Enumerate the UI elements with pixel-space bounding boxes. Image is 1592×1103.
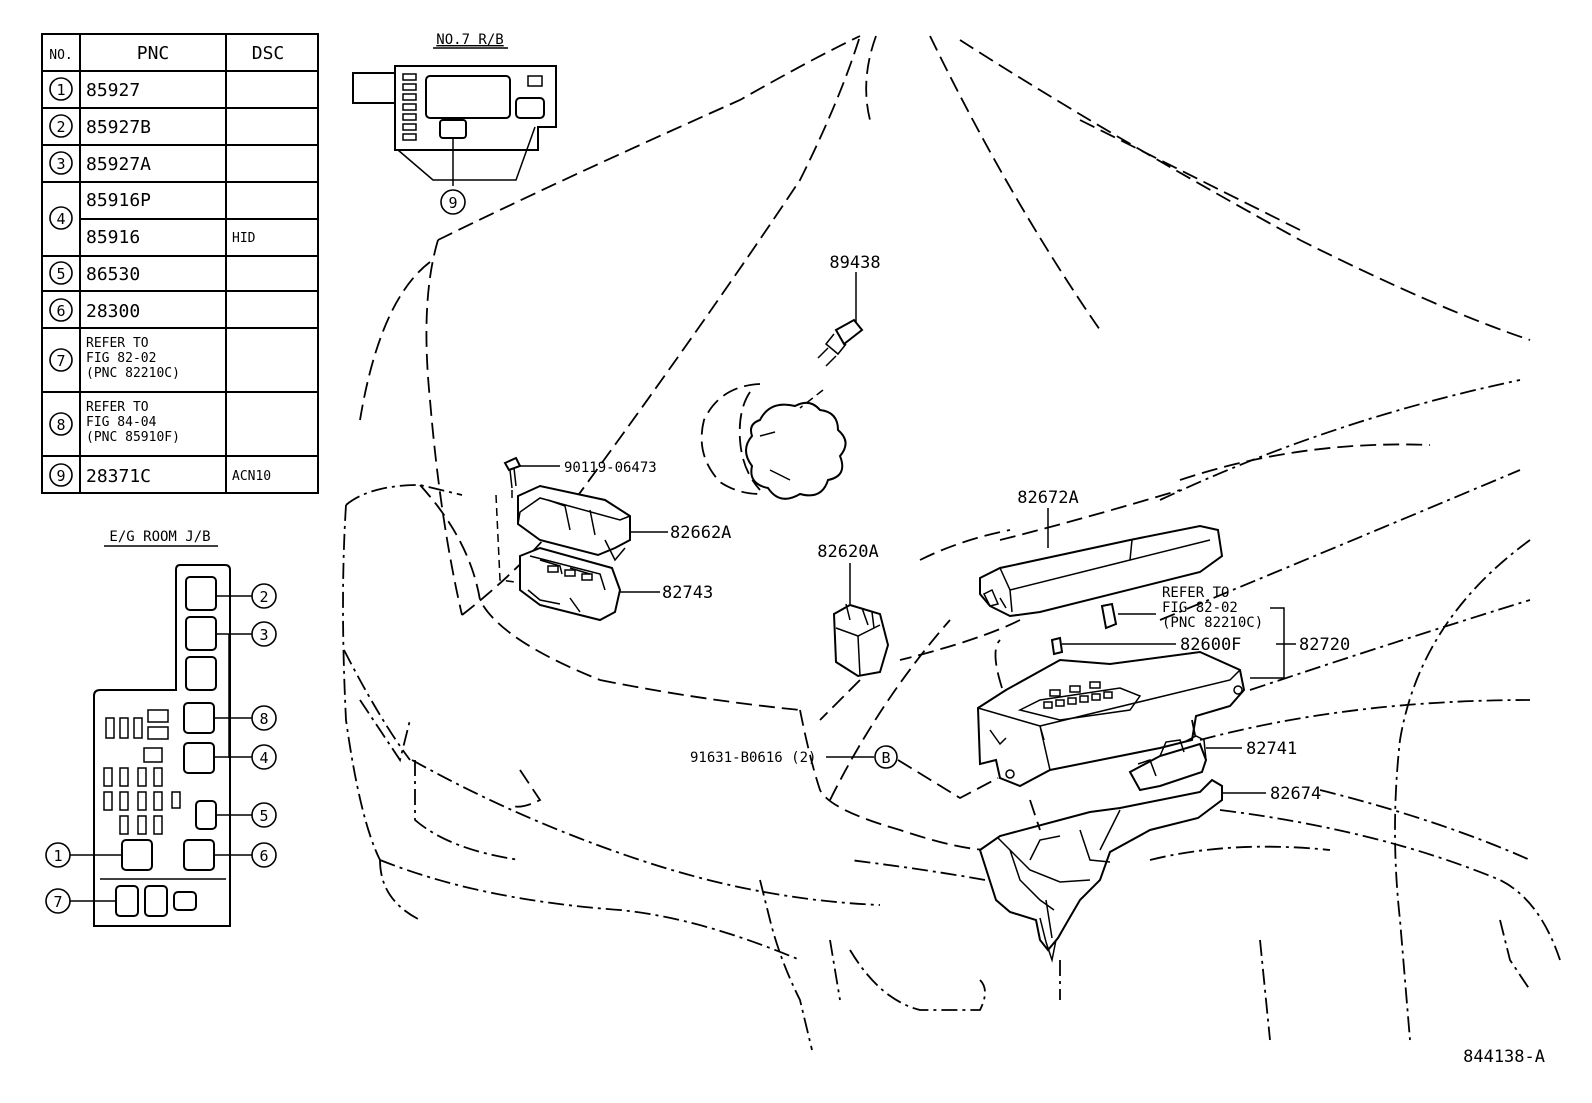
- fuse-82600F: 82600F 82720: [1050, 607, 1350, 679]
- row-refer-line: (PNC 82210C): [86, 366, 180, 381]
- row-number: 7: [56, 352, 65, 370]
- label-91631: 91631-B0616 (2): [690, 750, 816, 766]
- row-number: 8: [56, 416, 65, 434]
- row-number-circle: [49, 261, 73, 285]
- rb7-inset: NO.7 R/B 9: [352, 32, 557, 215]
- callout-circle: [440, 189, 466, 215]
- row-number-circle: [49, 412, 73, 436]
- refer-line: (PNC 82210C): [1162, 615, 1263, 631]
- jb-callout: 1: [53, 847, 62, 865]
- row-number-circle: [49, 463, 73, 487]
- header-pnc: PNC: [137, 43, 170, 64]
- jb-callout: 2: [259, 588, 268, 606]
- rb7-callout: 9: [448, 194, 457, 212]
- row-pnc: 85916: [86, 227, 140, 248]
- label-82720: 82720: [1299, 635, 1350, 655]
- row-number-circle: [49, 348, 73, 372]
- row-number: 4: [56, 210, 65, 228]
- refer-note: REFER TO FIG 82-02 (PNC 82210C): [1100, 585, 1263, 631]
- row-dsc: HID: [232, 231, 256, 246]
- row-pnc: 85927: [86, 80, 140, 101]
- row-number-circle: [49, 151, 73, 175]
- relay-82741: 82741: [1128, 719, 1297, 792]
- left-fuse-box: 90119-06473 82662A 82743: [495, 456, 731, 622]
- label-82741: 82741: [1246, 739, 1297, 759]
- row-number-circle: [49, 206, 73, 230]
- pnc-table: NO. PNC DSC 1 85927 2 85927B 3 85927A 4 …: [41, 33, 319, 494]
- row-number: 5: [56, 265, 65, 283]
- relay-82620A: 82620A: [817, 542, 890, 721]
- row-number: 1: [56, 81, 65, 99]
- row-pnc: 28300: [86, 301, 140, 322]
- cover-82672A: 82672A: [979, 488, 1224, 618]
- row-refer-line: REFER TO: [86, 336, 149, 351]
- label-82662A: 82662A: [670, 523, 731, 543]
- refer-line: FIG 82-02: [1162, 600, 1238, 616]
- bracket-82674: 82674: [978, 778, 1321, 963]
- row-pnc: 85916P: [86, 190, 151, 211]
- callout-b: B: [881, 749, 890, 767]
- label-82672A: 82672A: [1017, 488, 1078, 508]
- jb-title: E/G ROOM J/B: [109, 529, 210, 545]
- vehicle-outline: [342, 35, 1561, 1051]
- row-number-circle: [49, 77, 73, 101]
- row-pnc: 28371C: [86, 466, 151, 487]
- row-number: 9: [56, 467, 65, 485]
- row-refer-line: REFER TO: [86, 400, 149, 415]
- row-refer-line: FIG 84-04: [86, 415, 157, 430]
- refer-line: REFER TO: [1162, 585, 1229, 601]
- jb-callout: 8: [259, 710, 268, 728]
- main-fuse-box: [976, 639, 1246, 788]
- row-pnc: 85927A: [86, 154, 151, 175]
- figure-id: 844138-A: [1463, 1047, 1545, 1067]
- label-82674: 82674: [1270, 784, 1321, 804]
- jb-callout: 5: [259, 807, 268, 825]
- row-number: 6: [56, 302, 65, 320]
- row-pnc: 86530: [86, 264, 140, 285]
- header-no: NO.: [49, 48, 72, 63]
- row-number: 2: [56, 118, 65, 136]
- jb-callout: 4: [259, 749, 268, 767]
- row-number-circle: [49, 114, 73, 138]
- header-dsc: DSC: [252, 43, 285, 64]
- label-82620A: 82620A: [817, 542, 878, 562]
- jb-callout: 7: [53, 893, 62, 911]
- row-dsc: ACN10: [232, 469, 271, 484]
- label-90119: 90119-06473: [564, 460, 657, 476]
- row-number-circle: [49, 298, 73, 322]
- row-refer-line: FIG 82-02: [86, 351, 156, 366]
- row-refer-line: (PNC 85910F): [86, 430, 180, 445]
- jb-callout: 6: [259, 847, 268, 865]
- row-number: 3: [56, 155, 65, 173]
- jb-inset: E/G ROOM J/B: [45, 529, 277, 927]
- label-82600F: 82600F: [1180, 635, 1241, 655]
- label-89438: 89438: [829, 253, 880, 273]
- row-pnc: 85927B: [86, 117, 151, 138]
- bolt-91631: 91631-B0616 (2) B: [690, 745, 999, 800]
- jb-callout: 3: [259, 626, 268, 644]
- rb7-title: NO.7 R/B: [436, 32, 503, 48]
- label-82743: 82743: [662, 583, 713, 603]
- reservoir-part: 89438: [700, 253, 881, 500]
